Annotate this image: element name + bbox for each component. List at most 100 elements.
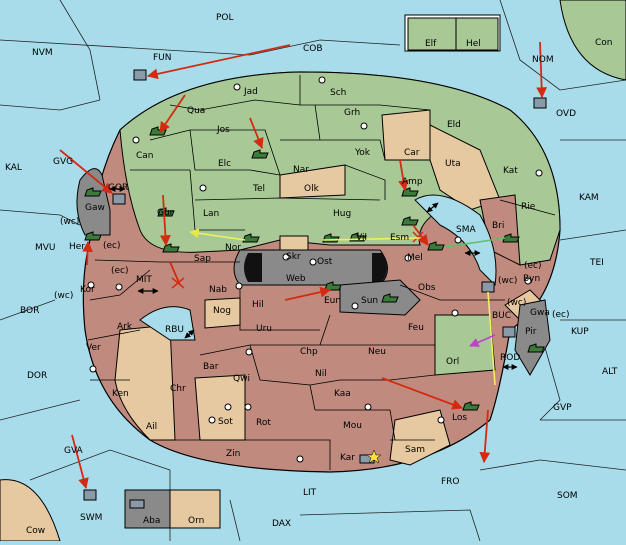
land-label: Yok — [354, 148, 371, 158]
sea-label: RBU — [165, 325, 184, 335]
land-label: Cow — [26, 526, 45, 536]
land-label: Bar — [203, 362, 219, 372]
region-olk[interactable] — [279, 164, 346, 199]
sea-label: ROD — [500, 353, 520, 363]
sea-label: TEI — [589, 258, 604, 268]
land-label: Hel — [466, 39, 481, 49]
region-aba[interactable] — [124, 489, 171, 529]
land-label: Ark — [117, 322, 133, 332]
land-label: Tel — [252, 184, 265, 194]
sea-label: POL — [216, 13, 234, 23]
land-label: Aba — [143, 516, 160, 526]
land-label: Bri — [492, 221, 504, 231]
land-label: Olk — [304, 184, 320, 194]
channel-links — [109, 186, 518, 370]
land-label: Kat — [503, 166, 518, 176]
bay-sma — [414, 194, 497, 287]
land-label: Ver — [86, 343, 101, 353]
land-label: Nar — [293, 165, 309, 175]
black-marker-left — [244, 253, 262, 282]
sea-label: NOM — [532, 55, 554, 65]
fleet-unit-icon — [533, 97, 547, 109]
land-label: Kor — [80, 285, 95, 295]
land-label: Hil — [252, 300, 264, 310]
army-unit-icon — [251, 149, 269, 159]
region-sam[interactable] — [389, 409, 451, 466]
land-label: Sap — [194, 254, 211, 264]
sea-label: COB — [303, 44, 323, 54]
sea-label: GVA — [64, 446, 84, 456]
coast-label: (ec) — [552, 310, 570, 320]
support-orders — [189, 228, 496, 386]
region-sot[interactable] — [194, 374, 246, 441]
land-label: Elc — [218, 159, 231, 169]
land-label: Lan — [203, 209, 219, 219]
land-label: Jos — [216, 125, 230, 135]
army-unit-icon — [84, 231, 102, 241]
land-label: Gwa — [530, 308, 550, 318]
black-marker-right — [372, 253, 387, 282]
region-hel[interactable] — [455, 17, 499, 51]
land-label: Nil — [315, 369, 327, 379]
land-label: Rie — [521, 202, 536, 212]
sea-label: KAM — [579, 193, 599, 203]
sea-label: FRO — [441, 477, 460, 487]
sea-label: MIT — [136, 275, 152, 285]
fleet-unit-icon — [129, 499, 145, 509]
land-label: Chp — [300, 347, 318, 357]
army-unit-icon — [502, 233, 520, 243]
sea-label: DOR — [27, 371, 47, 381]
land-label: Sam — [405, 445, 425, 455]
move-orders — [59, 41, 548, 490]
land-label: Elf — [425, 39, 437, 49]
sea-label: DAX — [272, 519, 291, 529]
coast-labels: (wc) (ec) (ec) (wc) (ec) (wc) (ec) (wc) — [54, 217, 570, 320]
sea-label: BOR — [20, 306, 39, 316]
region-elf[interactable] — [407, 17, 457, 51]
land-label: Nog — [213, 306, 231, 316]
sea-label: LIT — [303, 488, 317, 498]
sea-label: KAL — [5, 163, 22, 173]
land-label: Gur — [157, 208, 174, 218]
coast-label: (ec) — [103, 241, 121, 251]
land-label: Ail — [146, 422, 157, 432]
land-label: Nab — [209, 285, 227, 295]
fleet-unit-icon — [133, 69, 147, 81]
land-label: Esm — [390, 233, 409, 243]
region-orl[interactable] — [434, 314, 496, 376]
sea-label: GVG — [53, 157, 73, 167]
land-label: Uru — [256, 324, 272, 334]
coast-label: (wc) — [498, 276, 517, 286]
land-label: Byn — [523, 274, 540, 284]
region-chr[interactable] — [114, 324, 176, 441]
sea-label: GOR — [108, 183, 128, 193]
sea-label: BUC — [492, 311, 511, 321]
land-label: Neu — [368, 347, 386, 357]
land-label: Gaw — [85, 203, 105, 213]
fleet-unit-icon — [502, 326, 516, 338]
land-label: Ken — [112, 389, 129, 399]
land-label: Sot — [218, 417, 233, 427]
army-units[interactable] — [84, 126, 545, 411]
army-unit-icon — [381, 293, 399, 303]
land-label: Sch — [330, 88, 346, 98]
sea-label: FUN — [153, 53, 172, 63]
failed-order-marks — [171, 231, 424, 289]
region-sun[interactable] — [339, 279, 421, 316]
sea-label: KUP — [571, 327, 589, 337]
coast-label: (ec) — [111, 266, 129, 276]
region-pir[interactable] — [514, 299, 551, 376]
region-orn[interactable] — [169, 489, 221, 529]
sea-label: ALT — [602, 367, 618, 377]
land-label: Vil — [356, 233, 367, 243]
land-label: Her — [69, 242, 85, 252]
land-label: Kar — [340, 453, 355, 463]
convoy-order — [469, 334, 496, 347]
land-label: Uta — [445, 159, 461, 169]
land-label: Feu — [408, 323, 424, 333]
sea-label: OVD — [556, 109, 576, 119]
land-label: Eld — [447, 120, 461, 130]
